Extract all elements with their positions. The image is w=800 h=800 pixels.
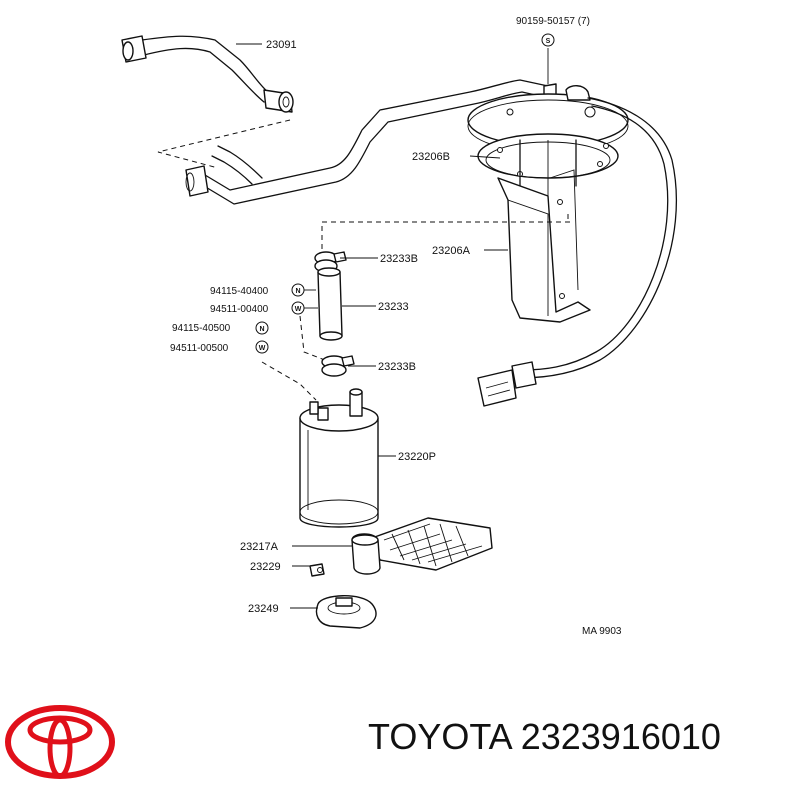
label-94511-00400: 94511-00400	[210, 304, 269, 315]
fuel-pump-23220P	[299, 388, 379, 528]
leader-lines	[236, 36, 549, 609]
label-23249: 23249	[248, 603, 279, 615]
label-23091: 23091	[266, 39, 297, 51]
symbol-w-00500: W	[255, 340, 269, 354]
pump-bracket-23206B	[467, 85, 629, 200]
svg-text:W: W	[259, 345, 266, 352]
label-23206A: 23206A	[432, 245, 471, 257]
svg-text:N: N	[259, 326, 264, 333]
label-23229: 23229	[250, 561, 281, 573]
label-23233B-bottom: 23233B	[378, 361, 416, 373]
toyota-logo-icon	[5, 705, 115, 779]
label-90159-50157: 90159-50157 (7)	[516, 16, 590, 27]
svg-text:W: W	[295, 306, 302, 313]
symbol-n-40400: N	[291, 283, 305, 297]
cushion-23249	[315, 595, 377, 629]
fuel-filter-23217A	[351, 517, 493, 575]
label-23233: 23233	[378, 301, 409, 313]
clamp-23233B-bottom	[321, 355, 355, 377]
symbol-s: S	[541, 33, 555, 47]
pump-bracket-23206A	[497, 169, 591, 323]
diagram-code: MA 9903	[582, 626, 622, 637]
label-23206B: 23206B	[412, 151, 450, 163]
symbol-w-00400: W	[291, 301, 305, 315]
label-94115-40400: 94115-40400	[210, 286, 269, 297]
label-94511-00500: 94511-00500	[170, 343, 229, 354]
fuel-hose-23091	[121, 35, 294, 113]
svg-text:N: N	[295, 288, 300, 295]
hose-23233	[317, 267, 343, 341]
wiring-harness	[477, 97, 677, 407]
label-94115-40500: 94115-40500	[172, 323, 231, 334]
svg-text:S: S	[546, 38, 551, 45]
clip-23229	[309, 563, 325, 577]
symbol-n-40500: N	[255, 321, 269, 335]
label-23220P: 23220P	[398, 451, 436, 463]
brand-part-caption: TOYOTA 2323916010	[368, 716, 721, 757]
label-23233B-top: 23233B	[380, 253, 418, 265]
label-23217A: 23217A	[240, 541, 279, 553]
